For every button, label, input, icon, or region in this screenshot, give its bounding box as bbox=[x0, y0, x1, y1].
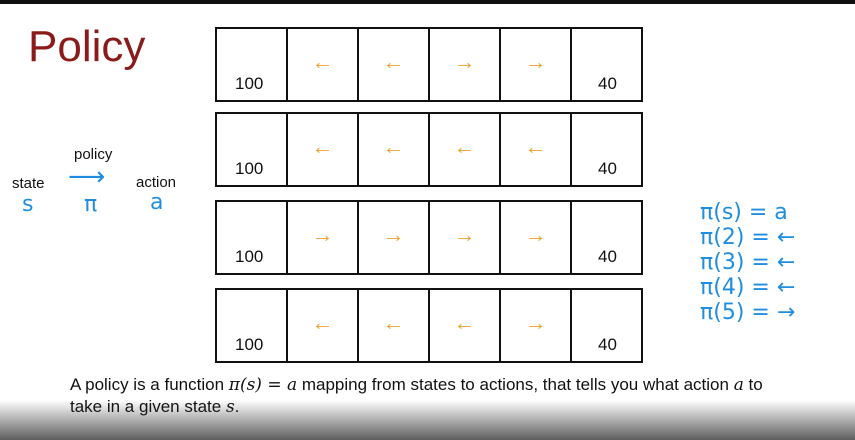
cell-state-4: ← bbox=[428, 288, 501, 363]
equation-general: π(s) = a bbox=[700, 200, 788, 225]
caption-math: π(s) = a bbox=[228, 375, 298, 395]
slide-title: Policy bbox=[28, 22, 146, 71]
cell-state-4: ← bbox=[428, 112, 501, 187]
cell-state-3: ← bbox=[357, 27, 430, 102]
equation-state-4: π(4) = ← bbox=[700, 275, 796, 300]
cell-state-3: ← bbox=[357, 112, 430, 187]
cell-state-1: 100 bbox=[215, 200, 288, 275]
arrow-icon: → bbox=[453, 49, 476, 74]
cell-state-1: 100 bbox=[215, 112, 288, 187]
grid-row-4: 100 ← ← ← → 40 bbox=[215, 288, 643, 363]
policy-arrow-icon: ⟶ bbox=[68, 162, 106, 192]
action-label: action bbox=[136, 174, 177, 191]
equation-state-2: π(2) = ← bbox=[700, 225, 796, 250]
cell-state-5: → bbox=[499, 27, 572, 102]
cell-state-4: → bbox=[428, 27, 501, 102]
arrow-icon: ← bbox=[453, 134, 476, 159]
cell-state-6: 40 bbox=[570, 200, 643, 275]
reward-value: 100 bbox=[235, 335, 264, 354]
cell-state-3: → bbox=[357, 200, 430, 275]
reward-value: 100 bbox=[235, 247, 264, 266]
cell-state-2: ← bbox=[286, 112, 359, 187]
equation-state-5: π(5) = → bbox=[700, 300, 796, 325]
arrow-icon: → bbox=[311, 222, 334, 247]
reward-value: 40 bbox=[598, 247, 617, 266]
reward-value: 100 bbox=[235, 159, 264, 178]
action-symbol: a bbox=[150, 190, 164, 215]
cell-state-3: ← bbox=[357, 288, 430, 363]
cell-state-6: 40 bbox=[570, 288, 643, 363]
arrow-icon: → bbox=[382, 222, 405, 247]
reward-value: 40 bbox=[598, 159, 617, 178]
policy-label: policy bbox=[74, 146, 113, 163]
grid-row-2: 100 ← ← ← ← 40 bbox=[215, 112, 643, 187]
reward-value: 40 bbox=[598, 335, 617, 354]
video-bottom-gradient bbox=[0, 400, 855, 440]
cell-state-2: ← bbox=[286, 288, 359, 363]
cell-state-2: ← bbox=[286, 27, 359, 102]
arrow-icon: ← bbox=[453, 310, 476, 335]
top-border bbox=[0, 0, 855, 4]
grid-row-1: 100 ← ← → → 40 bbox=[215, 27, 643, 102]
arrow-icon: ← bbox=[382, 134, 405, 159]
cell-state-6: 40 bbox=[570, 112, 643, 187]
caption-text: mapping from states to actions, that tel… bbox=[297, 375, 734, 394]
reward-value: 100 bbox=[235, 74, 264, 93]
cell-state-4: → bbox=[428, 200, 501, 275]
cell-state-1: 100 bbox=[215, 27, 288, 102]
policy-symbol: π bbox=[84, 192, 98, 217]
arrow-icon: ← bbox=[382, 49, 405, 74]
cell-state-5: → bbox=[499, 200, 572, 275]
arrow-icon: ← bbox=[382, 310, 405, 335]
arrow-icon: ← bbox=[311, 310, 334, 335]
state-symbol: s bbox=[22, 192, 34, 217]
caption-math: a bbox=[733, 375, 744, 395]
reward-value: 40 bbox=[598, 74, 617, 93]
arrow-icon: ← bbox=[311, 134, 334, 159]
grid-row-3: 100 → → → → 40 bbox=[215, 200, 643, 275]
policy-equations: π(s) = a π(2) = ← π(3) = ← π(4) = ← π(5)… bbox=[700, 200, 795, 325]
cell-state-1: 100 bbox=[215, 288, 288, 363]
arrow-icon: → bbox=[524, 49, 547, 74]
cell-state-2: → bbox=[286, 200, 359, 275]
cell-state-5: → bbox=[499, 288, 572, 363]
arrow-icon: → bbox=[524, 310, 547, 335]
cell-state-6: 40 bbox=[570, 27, 643, 102]
cell-state-5: ← bbox=[499, 112, 572, 187]
caption-text: A policy is a function bbox=[70, 375, 229, 394]
arrow-icon: ← bbox=[311, 49, 334, 74]
state-label: state bbox=[12, 175, 45, 192]
equation-state-3: π(3) = ← bbox=[700, 250, 796, 275]
arrow-icon: → bbox=[453, 222, 476, 247]
arrow-icon: ← bbox=[524, 134, 547, 159]
arrow-icon: → bbox=[524, 222, 547, 247]
